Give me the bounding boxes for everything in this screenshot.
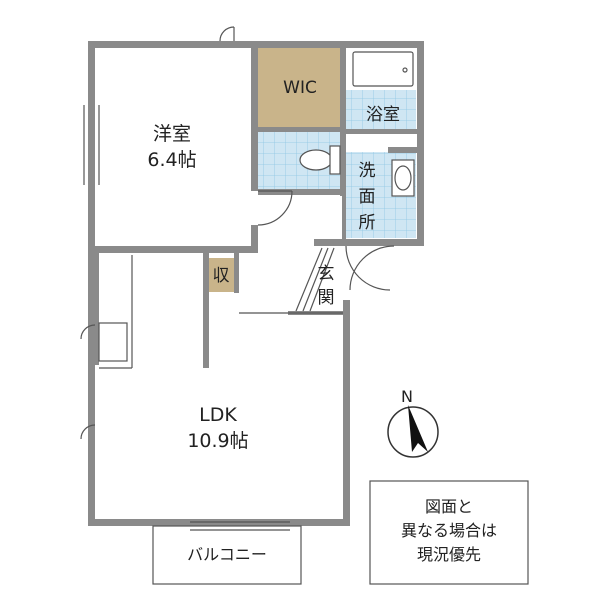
washroom-char-3: 所 bbox=[359, 213, 376, 233]
entrance-char-1: 玄 bbox=[318, 264, 335, 284]
north-arrow-icon bbox=[408, 405, 428, 452]
compass-label: N bbox=[401, 387, 413, 406]
ldk-size: 10.9帖 bbox=[187, 430, 248, 452]
bath-floor bbox=[346, 90, 416, 130]
balcony bbox=[152, 525, 302, 585]
notice-line-1: 図面と bbox=[425, 497, 473, 516]
notice-line-2: 異なる場合は bbox=[401, 521, 497, 540]
washroom-char-2: 面 bbox=[359, 187, 376, 207]
toilet-icon bbox=[299, 149, 333, 171]
sink-icon bbox=[98, 322, 128, 362]
notice-line-3: 現況優先 bbox=[417, 545, 481, 564]
western-room-size: 6.4帖 bbox=[147, 149, 196, 171]
compass: N bbox=[387, 387, 439, 458]
wic-label: WIC bbox=[283, 78, 317, 98]
wic-floor bbox=[258, 48, 344, 128]
storage-floor bbox=[208, 258, 234, 292]
notice-box bbox=[369, 480, 529, 585]
balcony-label: バルコニー bbox=[187, 545, 267, 564]
entrance-char-2: 関 bbox=[318, 288, 335, 308]
western-room-name: 洋室 bbox=[153, 123, 191, 145]
fixtures bbox=[80, 26, 415, 585]
storage-label: 収 bbox=[213, 266, 230, 286]
bath-label: 浴室 bbox=[366, 105, 400, 125]
ldk-name: LDK bbox=[199, 404, 237, 426]
bathtub-icon bbox=[352, 51, 414, 87]
washroom-char-1: 洗 bbox=[359, 161, 376, 181]
